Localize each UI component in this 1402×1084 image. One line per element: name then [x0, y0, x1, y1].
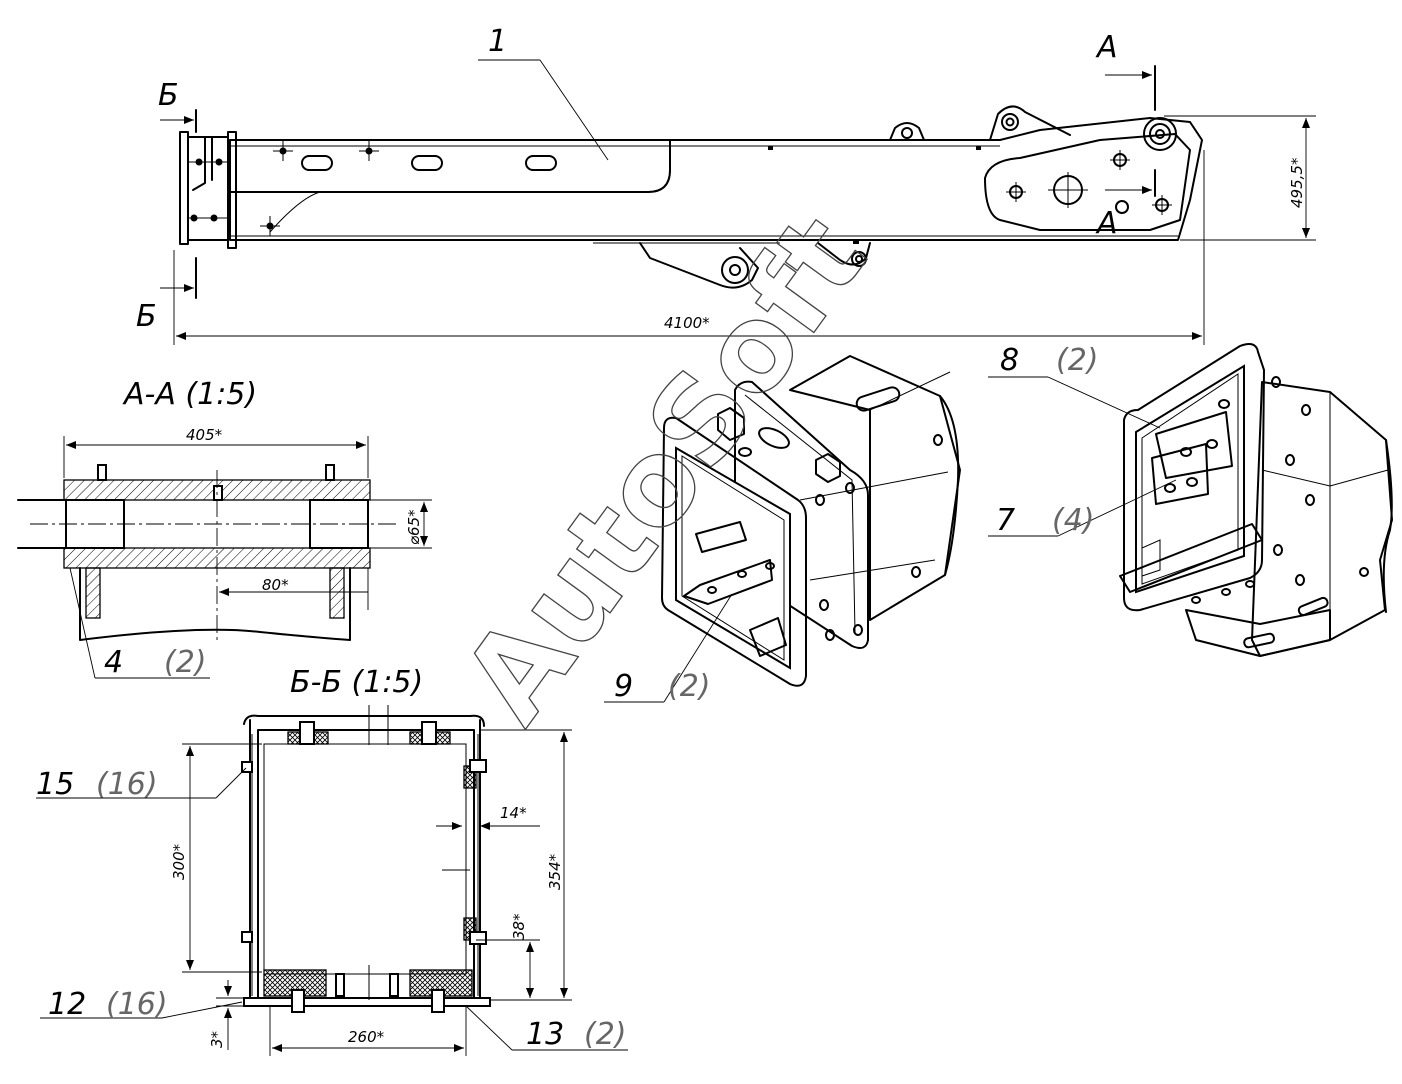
dim-bb-plate-label: 3* — [208, 1030, 226, 1048]
dim-bb-width-label: 260* — [348, 1028, 385, 1046]
bolt-holes — [260, 141, 379, 236]
part-qty-4: (2) — [164, 645, 207, 680]
part-label-15: 15 — [36, 767, 74, 802]
section-marker-a: A A — [1095, 30, 1156, 241]
section-b-b-title: Б-Б (1:5) — [290, 665, 423, 700]
section-a-a: A-A (1:5) 405* ⌀65* 80* — [17, 377, 432, 680]
dim-height-label: 495,5* — [1288, 157, 1306, 208]
dim-aa-depth-label: 80* — [262, 576, 289, 594]
part-qty-15: (16) — [96, 767, 158, 802]
part-qty-9: (2) — [668, 669, 711, 704]
boom-end-frame — [179, 131, 237, 249]
section-marker-b-top: Б — [158, 78, 179, 113]
dim-aa-width-label: 405* — [186, 426, 223, 444]
boom-side-view — [179, 105, 1203, 289]
section-marker-b: Б Б — [136, 78, 197, 334]
part-qty-7: (4) — [1052, 503, 1095, 538]
section-marker-b-bottom: Б — [136, 299, 157, 334]
section-b-b: Б-Б (1:5) 300* — [36, 665, 628, 1056]
leader-part-9: 9 (2) — [604, 593, 733, 704]
part-qty-13: (2) — [584, 1017, 627, 1052]
part-qty-8: (2) — [1056, 343, 1099, 378]
dim-length-label: 4100* — [664, 314, 710, 332]
dim-bb-wall-label: 14* — [500, 804, 527, 822]
part-label-1: 1 — [488, 24, 507, 59]
dim-bb-inner-label: 300* — [170, 843, 188, 880]
leader-part-8: 8 (2) — [988, 343, 1161, 429]
dim-length: 4100* — [173, 150, 1205, 345]
dim-bb-outer-label: 354* — [546, 853, 564, 890]
part-label-4: 4 — [104, 645, 123, 680]
part-label-7: 7 — [996, 503, 1015, 538]
part-qty-12: (16) — [106, 987, 168, 1022]
watermark: AutoSoft — [436, 191, 892, 747]
part-label-9: 9 — [614, 669, 633, 704]
part-label-12: 12 — [48, 987, 86, 1022]
part-label-13: 13 — [526, 1017, 564, 1052]
dim-aa-dia-label: ⌀65* — [405, 509, 423, 545]
leader-part-1: 1 — [478, 24, 609, 161]
section-a-a-title: A-A (1:5) — [122, 377, 257, 412]
section-marker-a-bottom: A — [1095, 206, 1118, 241]
section-marker-a-top: A — [1095, 30, 1118, 65]
isometric-view-inner-frame — [1119, 343, 1393, 657]
dim-height: 495,5* — [1164, 115, 1316, 241]
isometric-view-end-frame — [661, 355, 961, 687]
dim-bb-pad-label: 38* — [510, 913, 528, 940]
leader-part-7: 7 (4) — [988, 479, 1177, 538]
part-label-8: 8 — [1000, 343, 1019, 378]
